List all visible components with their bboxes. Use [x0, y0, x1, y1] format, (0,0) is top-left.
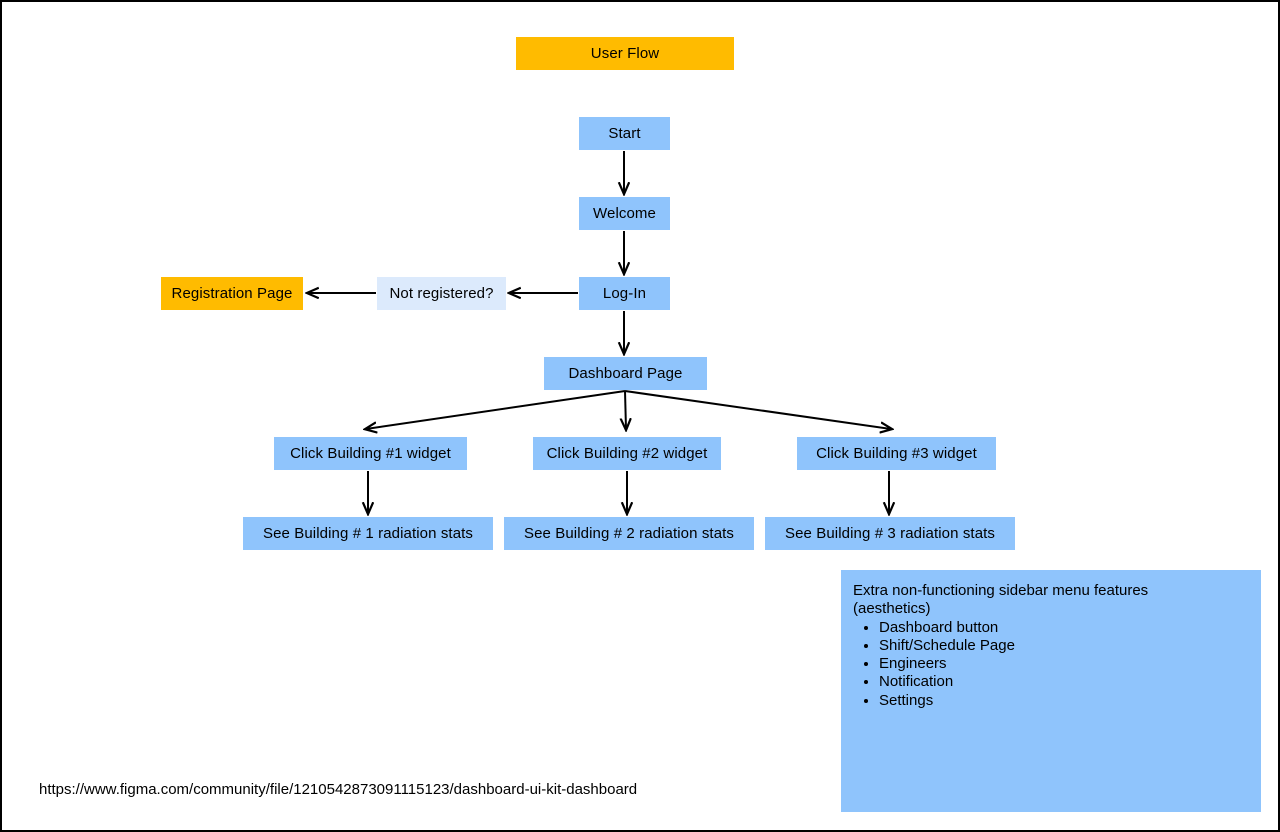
node-welcome[interactable]: Welcome [579, 197, 670, 230]
node-label: See Building # 2 radiation stats [524, 524, 734, 542]
node-label: Click Building #1 widget [290, 444, 451, 462]
node-label: See Building # 1 radiation stats [263, 524, 473, 542]
node-registration[interactable]: Registration Page [161, 277, 303, 310]
node-label: Log-In [602, 284, 647, 302]
source-url-text: https://www.figma.com/community/file/121… [39, 781, 638, 798]
node-label: Dashboard Page [568, 364, 683, 382]
edge-dashboard-to-click-b3 [624, 390, 891, 429]
node-stats-b3[interactable]: See Building # 3 radiation stats [765, 517, 1015, 550]
node-stats-b1[interactable]: See Building # 1 radiation stats [243, 517, 493, 550]
notes-list-item: Notification [879, 673, 1249, 691]
node-start[interactable]: Start [579, 117, 670, 150]
node-dashboard[interactable]: Dashboard Page [544, 357, 707, 390]
node-label: Registration Page [171, 284, 293, 302]
edge-dashboard-to-click-b2 [625, 390, 626, 429]
node-title[interactable]: User Flow [516, 37, 734, 70]
node-label: Click Building #2 widget [546, 444, 708, 462]
node-click-b1[interactable]: Click Building #1 widget [274, 437, 467, 470]
notes-list-item: Shift/Schedule Page [879, 637, 1249, 655]
node-label: User Flow [590, 44, 660, 62]
node-label: Not registered? [389, 284, 494, 302]
node-stats-b2[interactable]: See Building # 2 radiation stats [504, 517, 754, 550]
node-click-b2[interactable]: Click Building #2 widget [533, 437, 721, 470]
edge-dashboard-to-click-b1 [366, 390, 626, 429]
node-login[interactable]: Log-In [579, 277, 670, 310]
node-label: Click Building #3 widget [816, 444, 977, 462]
notes-list-item: Engineers [879, 655, 1249, 673]
notes-list-item: Dashboard button [879, 619, 1249, 637]
notes-heading: Extra non-functioning sidebar menu featu… [853, 582, 1149, 618]
notes-callout: Extra non-functioning sidebar menu featu… [841, 570, 1261, 812]
notes-list-item: Settings [879, 692, 1249, 710]
node-not-registered[interactable]: Not registered? [377, 277, 506, 310]
node-label: See Building # 3 radiation stats [785, 524, 995, 542]
node-label: Start [608, 124, 641, 142]
node-label: Welcome [593, 204, 656, 222]
notes-list: Dashboard buttonShift/Schedule PageEngin… [853, 619, 1249, 710]
node-click-b3[interactable]: Click Building #3 widget [797, 437, 996, 470]
